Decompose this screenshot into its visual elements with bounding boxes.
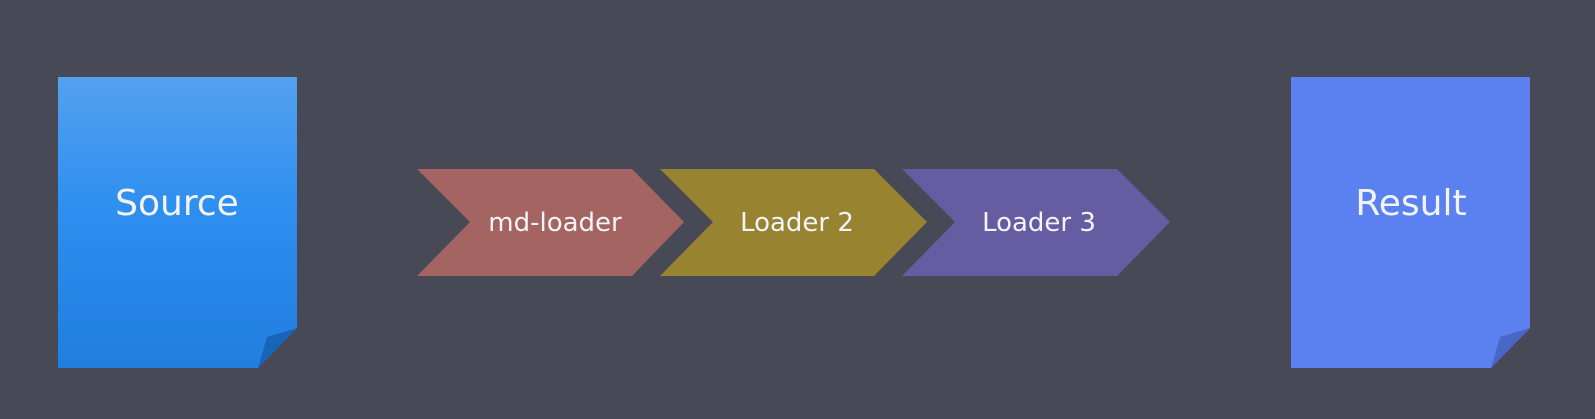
source-label: Source (115, 183, 239, 224)
loader-chain: md-loader Loader 2 Loader 3 (417, 169, 1170, 276)
source-document: Source (58, 77, 297, 368)
loader-step-1: md-loader (417, 169, 684, 276)
loader-2-chevron (660, 169, 927, 276)
result-page-fold (1491, 328, 1530, 368)
loader-1-chevron (417, 169, 684, 276)
result-label: Result (1355, 183, 1466, 224)
loader-step-2: Loader 2 (660, 169, 927, 276)
source-page-fold (258, 328, 297, 368)
result-document-shape (1291, 77, 1530, 368)
loader-1-label: md-loader (488, 208, 622, 238)
loader-3-label: Loader 3 (982, 208, 1096, 238)
result-document: Result (1291, 77, 1530, 368)
loader-3-chevron (902, 169, 1170, 276)
source-document-shape (58, 77, 297, 368)
loader-step-3: Loader 3 (902, 169, 1170, 276)
loader-2-label: Loader 2 (740, 208, 854, 238)
